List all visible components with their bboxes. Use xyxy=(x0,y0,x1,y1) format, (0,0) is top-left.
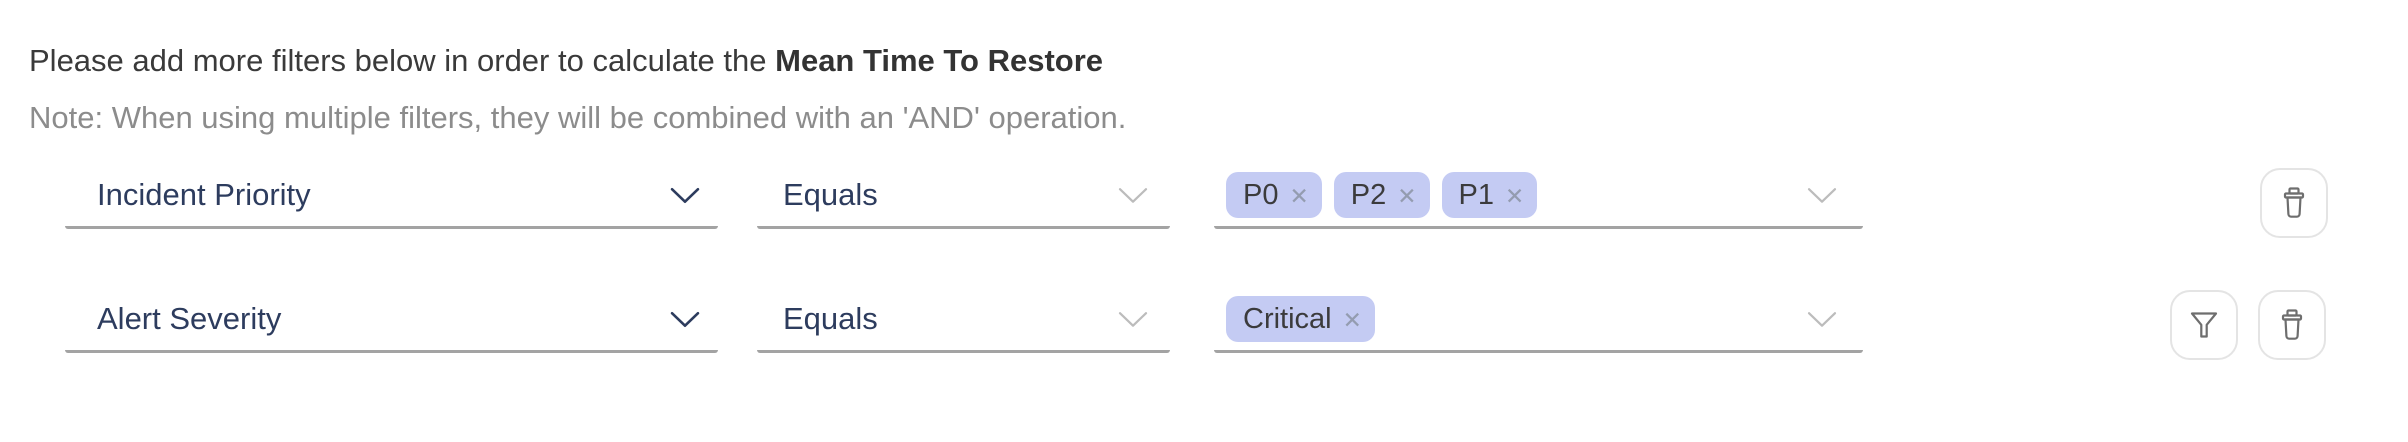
remove-value-icon[interactable]: ✕ xyxy=(1397,182,1417,209)
value-tag: P1 ✕ xyxy=(1441,172,1538,218)
value-tag: P0 ✕ xyxy=(1226,172,1322,218)
row1-operator-value: Equals xyxy=(783,177,878,212)
instruction-prefix: Please add more filters below in order t… xyxy=(29,43,776,78)
row2-attribute-select[interactable]: Alert Severity xyxy=(65,288,718,353)
chevron-down-icon xyxy=(1118,187,1148,205)
value-tag-label: P0 xyxy=(1243,178,1279,211)
value-tag-label: Critical xyxy=(1243,302,1332,335)
row2-attribute-value: Alert Severity xyxy=(97,301,282,336)
row2-tag-list: Critical ✕ xyxy=(1214,296,1387,342)
row1-tag-list: P0 ✕ P2 ✕ P1 ✕ xyxy=(1214,172,1549,218)
chevron-down-icon xyxy=(670,311,700,329)
note-text: Note: When using multiple filters, they … xyxy=(29,100,1127,135)
chevron-down-icon xyxy=(1807,187,1837,205)
remove-value-icon[interactable]: ✕ xyxy=(1505,182,1525,209)
row2-values-multiselect[interactable]: Critical ✕ xyxy=(1214,288,1863,353)
instruction-metric-name: Mean Time To Restore xyxy=(775,43,1104,78)
row1-attribute-select[interactable]: Incident Priority xyxy=(65,164,718,229)
row2-apply-filter-button[interactable] xyxy=(2170,290,2238,360)
value-tag: P2 ✕ xyxy=(1333,172,1430,218)
remove-value-icon[interactable]: ✕ xyxy=(1289,182,1309,209)
value-tag-label: P1 xyxy=(1458,178,1495,211)
trash-icon xyxy=(2279,187,2309,219)
row2-operator-value: Equals xyxy=(783,301,878,336)
row2-delete-button[interactable] xyxy=(2258,290,2326,360)
chevron-down-icon xyxy=(1807,311,1837,329)
value-tag-label: P2 xyxy=(1350,178,1387,211)
remove-value-icon[interactable]: ✕ xyxy=(1342,306,1362,333)
instruction-text: Please add more filters below in order t… xyxy=(29,45,1103,77)
funnel-icon xyxy=(2189,311,2219,339)
row2-operator-select[interactable]: Equals xyxy=(757,288,1170,353)
row1-delete-button[interactable] xyxy=(2260,168,2328,238)
row1-values-multiselect[interactable]: P0 ✕ P2 ✕ P1 ✕ xyxy=(1214,164,1863,229)
chevron-down-icon xyxy=(1118,311,1148,329)
row1-attribute-value: Incident Priority xyxy=(97,177,311,212)
trash-icon xyxy=(2277,309,2307,341)
chevron-down-icon xyxy=(670,187,700,205)
row1-operator-select[interactable]: Equals xyxy=(757,164,1170,229)
value-tag: Critical ✕ xyxy=(1226,296,1375,342)
